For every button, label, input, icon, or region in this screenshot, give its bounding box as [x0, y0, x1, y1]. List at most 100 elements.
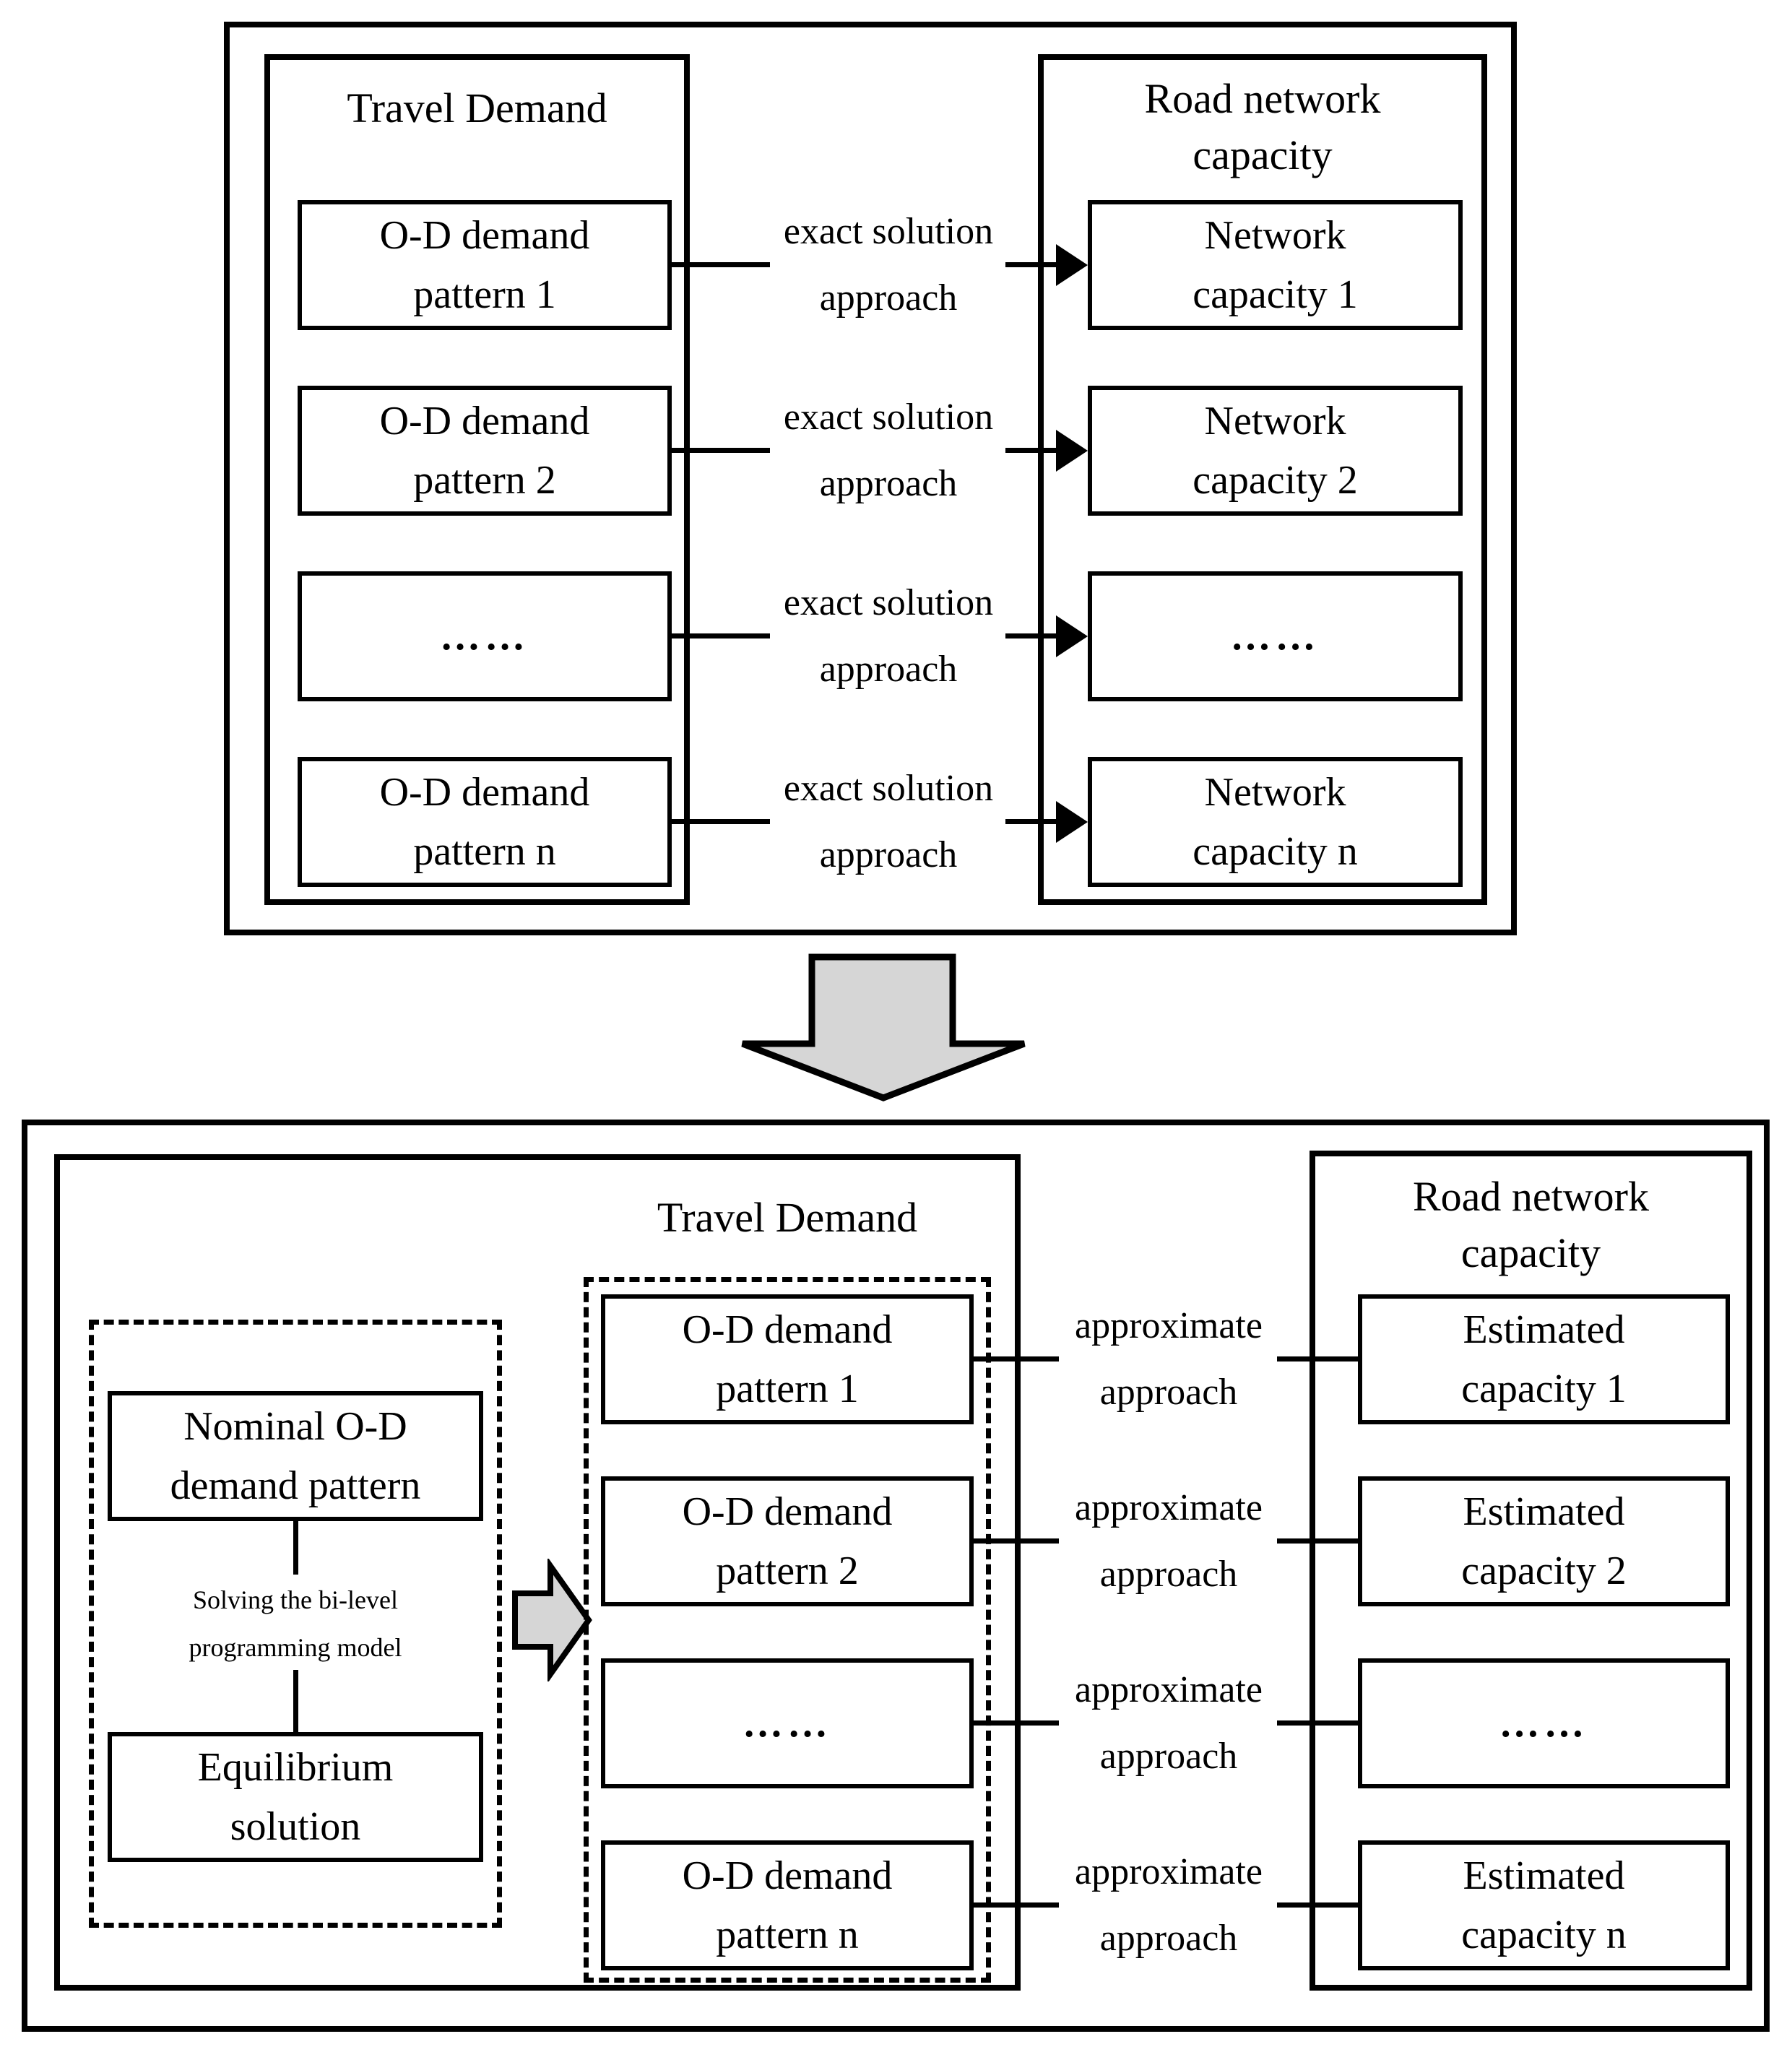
bottom-od-demand-ellipsis-box: ……	[601, 1658, 974, 1788]
connector-line	[672, 448, 770, 453]
bilevel-model-dashed-box	[89, 1320, 502, 1928]
box-label: pattern n	[716, 1913, 859, 1957]
right-arrowhead-icon	[1056, 615, 1088, 657]
estimated-capacity-n-box: Estimated capacity n	[1358, 1840, 1730, 1970]
approximate-approach-label: approximate approach	[1034, 1475, 1303, 1608]
exact-solution-approach-label: exact solution approach	[751, 199, 1026, 332]
connector-label-line: approach	[1099, 1554, 1238, 1595]
bottom-od-demand-pattern-1-box: O-D demand pattern 1	[601, 1294, 974, 1424]
box-label: O-D demand	[682, 1307, 893, 1352]
connector-line	[672, 819, 770, 824]
solving-label-line: Solving the bi-level	[193, 1585, 398, 1614]
top-network-capacity-ellipsis-box: ……	[1088, 571, 1463, 701]
box-label: pattern n	[413, 829, 556, 874]
exact-solution-approach-label: exact solution approach	[751, 570, 1026, 703]
connector-line	[1005, 633, 1057, 638]
top-od-demand-ellipsis-box: ……	[298, 571, 672, 701]
connector-label-line: exact solution	[783, 397, 994, 438]
box-label: Network	[1204, 399, 1346, 443]
right-arrow-icon	[512, 1559, 592, 1681]
box-label: pattern 1	[716, 1367, 859, 1411]
connector-line	[1277, 1356, 1358, 1361]
nominal-od-demand-box: Nominal O-D demand pattern	[108, 1391, 483, 1521]
connector-label-line: approach	[1099, 1736, 1238, 1777]
connector-label-line: approach	[819, 649, 958, 690]
connector-line	[1277, 1902, 1358, 1908]
box-label: Equilibrium	[197, 1745, 394, 1790]
connector-label-line: exact solution	[783, 768, 994, 809]
approximate-approach-label: approximate approach	[1034, 1657, 1303, 1790]
connector-line	[974, 1902, 1059, 1908]
box-label: Nominal O-D	[183, 1404, 407, 1449]
title-line: Road network	[1144, 75, 1381, 122]
connector-label-line: approach	[819, 834, 958, 875]
demand-patterns-dashed-box	[584, 1277, 991, 1983]
title-line: capacity	[1192, 131, 1333, 178]
equilibrium-solution-box: Equilibrium solution	[108, 1732, 483, 1862]
box-label: pattern 2	[413, 458, 556, 503]
box-label: O-D demand	[379, 770, 590, 815]
title-line: capacity	[1460, 1229, 1601, 1276]
box-label: Estimated	[1463, 1489, 1625, 1534]
box-label: O-D demand	[682, 1489, 893, 1534]
exact-solution-approach-label: exact solution approach	[751, 384, 1026, 517]
ellipsis-label: ……	[1499, 1701, 1589, 1746]
box-label: demand pattern	[170, 1463, 421, 1508]
connector-label-line: approximate	[1075, 1669, 1263, 1710]
connector-line	[672, 262, 770, 267]
top-network-capacity-1-box: Network capacity 1	[1088, 200, 1463, 330]
top-network-capacity-2-box: Network capacity 2	[1088, 386, 1463, 516]
ellipsis-label: ……	[743, 1701, 832, 1746]
exact-solution-approach-label: exact solution approach	[751, 756, 1026, 888]
title-line: Road network	[1413, 1173, 1649, 1220]
approximate-approach-label: approximate approach	[1034, 1839, 1303, 1972]
connector-label-line: approach	[819, 277, 958, 319]
top-network-capacity-n-box: Network capacity n	[1088, 757, 1463, 887]
estimated-capacity-ellipsis-box: ……	[1358, 1658, 1730, 1788]
box-label: capacity 1	[1192, 272, 1358, 317]
top-od-demand-pattern-1-box: O-D demand pattern 1	[298, 200, 672, 330]
connector-line	[1277, 1720, 1358, 1726]
bottom-road-network-title: Road network capacity	[1310, 1169, 1752, 1281]
connector-label-line: exact solution	[783, 211, 994, 252]
connector-line	[1277, 1538, 1358, 1544]
solving-bilevel-label: Solving the bi-level programming model	[100, 1576, 490, 1671]
bottom-od-demand-pattern-2-box: O-D demand pattern 2	[601, 1476, 974, 1606]
down-arrow-icon	[741, 953, 1026, 1101]
connector-label-line: approach	[819, 463, 958, 504]
connector-label-line: approach	[1099, 1372, 1238, 1413]
connector-line	[974, 1720, 1059, 1726]
right-arrowhead-icon	[1056, 244, 1088, 286]
bottom-od-demand-pattern-n-box: O-D demand pattern n	[601, 1840, 974, 1970]
box-label: O-D demand	[379, 399, 590, 443]
right-arrowhead-icon	[1056, 430, 1088, 472]
top-road-network-title: Road network capacity	[1038, 71, 1487, 183]
box-label: pattern 2	[716, 1549, 859, 1593]
connector-line	[974, 1538, 1059, 1544]
top-od-demand-pattern-n-box: O-D demand pattern n	[298, 757, 672, 887]
connector-line	[293, 1670, 298, 1732]
ellipsis-label: ……	[1230, 614, 1320, 659]
estimated-capacity-1-box: Estimated capacity 1	[1358, 1294, 1730, 1424]
connector-label-line: approximate	[1075, 1487, 1263, 1528]
connector-label-line: approach	[1099, 1918, 1238, 1959]
connector-line	[293, 1521, 298, 1575]
estimated-capacity-2-box: Estimated capacity 2	[1358, 1476, 1730, 1606]
box-label: O-D demand	[379, 213, 590, 258]
box-label: capacity 2	[1461, 1549, 1627, 1593]
bottom-travel-demand-title: Travel Demand	[657, 1194, 918, 1241]
connector-line	[1005, 262, 1057, 267]
connector-label-line: approximate	[1075, 1305, 1263, 1346]
box-label: Estimated	[1463, 1307, 1625, 1352]
ellipsis-label: ……	[440, 614, 529, 659]
box-label: capacity 1	[1461, 1367, 1627, 1411]
box-label: capacity n	[1461, 1913, 1627, 1957]
connector-line	[1005, 448, 1057, 453]
connector-line	[974, 1356, 1059, 1361]
box-label: solution	[230, 1804, 361, 1849]
connector-label-line: exact solution	[783, 582, 994, 623]
box-label: O-D demand	[682, 1853, 893, 1898]
box-label: Estimated	[1463, 1853, 1625, 1898]
box-label: Network	[1204, 770, 1346, 815]
